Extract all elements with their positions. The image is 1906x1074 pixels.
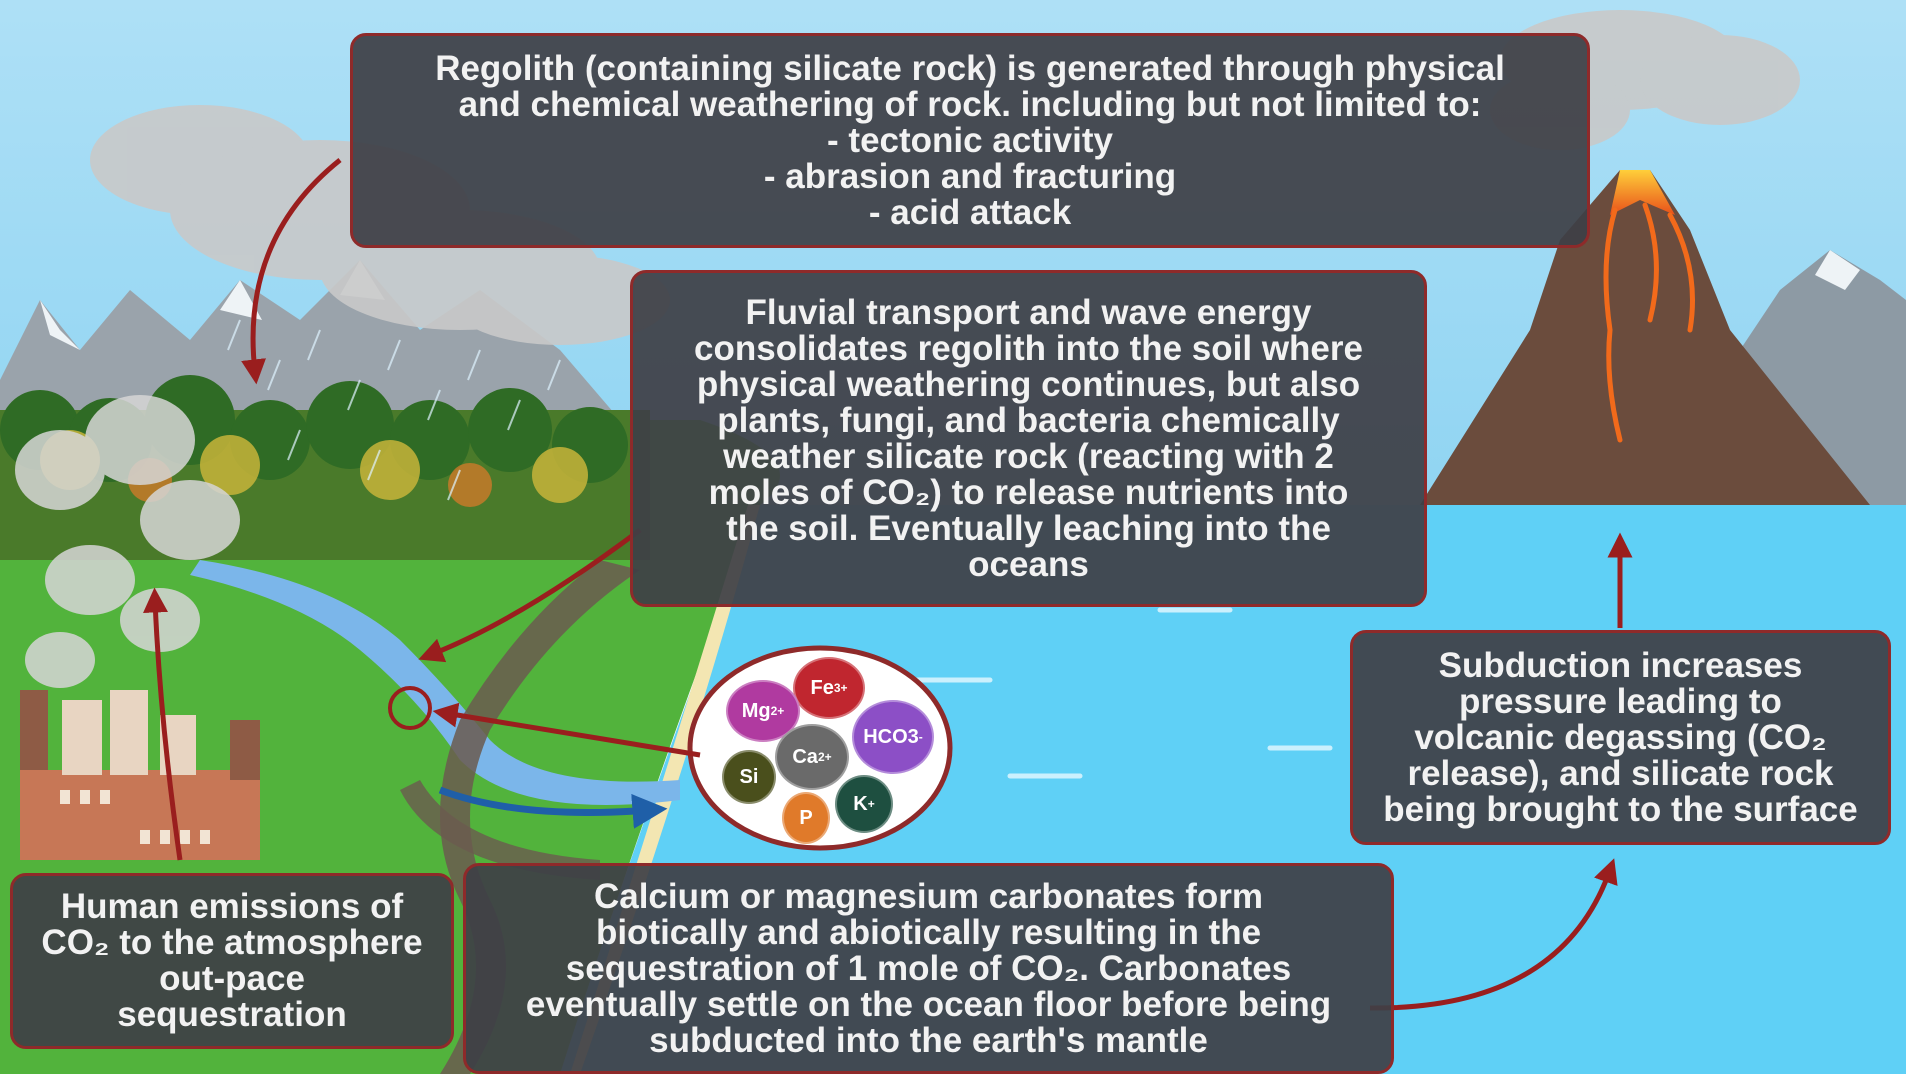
- ion-hco3-label: HCO3: [863, 726, 919, 749]
- ion-fe-charge: 3+: [834, 681, 848, 695]
- subduction-box: Subduction increases pressure leading to…: [1350, 630, 1891, 845]
- ion-k-charge: +: [868, 797, 875, 811]
- ion-ca-label: Ca: [792, 746, 818, 769]
- ion-p-label: P: [799, 807, 812, 830]
- subduction-text: Subduction increases pressure leading to…: [1383, 648, 1857, 828]
- human-emissions-box: Human emissions of CO₂ to the atmosphere…: [10, 873, 454, 1049]
- carbonate-text: Calcium or magnesium carbonates form bio…: [526, 879, 1331, 1059]
- ion-k-label: K: [853, 793, 867, 816]
- fluvial-transport-text: Fluvial transport and wave energy consol…: [694, 295, 1363, 583]
- ion-ca-charge: 2+: [818, 750, 832, 764]
- ion-si: Si: [722, 750, 776, 804]
- regolith-box: Regolith (containing silicate rock) is g…: [350, 33, 1590, 248]
- carbonate-box: Calcium or magnesium carbonates form bio…: [463, 863, 1394, 1074]
- ion-fe-label: Fe: [810, 677, 833, 700]
- ion-hco3-charge: -: [919, 730, 923, 744]
- ion-mg-label: Mg: [742, 700, 771, 723]
- regolith-text: Regolith (containing silicate rock) is g…: [435, 51, 1505, 231]
- ion-k: K+: [835, 775, 893, 833]
- human-emissions-text: Human emissions of CO₂ to the atmosphere…: [41, 889, 422, 1033]
- ion-mg-charge: 2+: [771, 704, 785, 718]
- ion-si-label: Si: [740, 766, 759, 789]
- fluvial-transport-box: Fluvial transport and wave energy consol…: [630, 270, 1427, 607]
- ion-hco3: HCO3-: [852, 700, 934, 774]
- ion-p: P: [782, 792, 830, 844]
